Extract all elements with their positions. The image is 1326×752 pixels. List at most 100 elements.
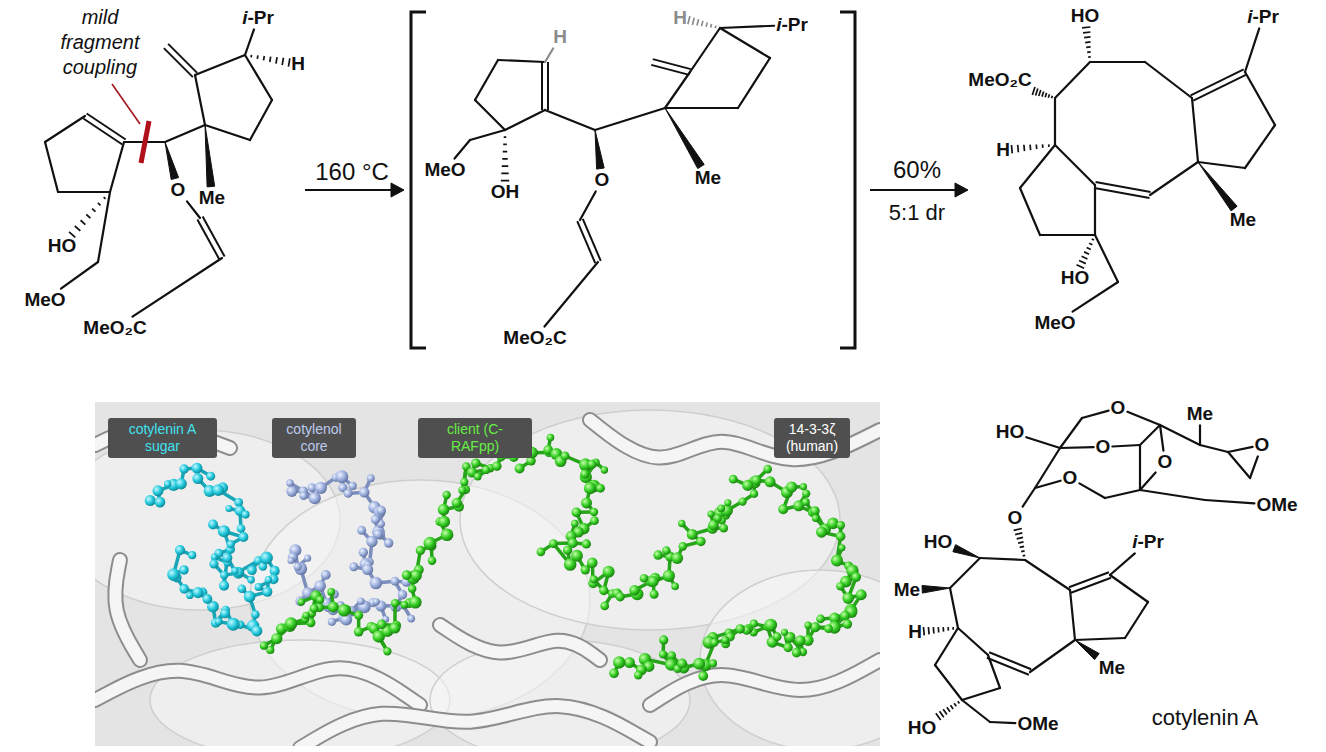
ball-stick-atom <box>377 620 387 630</box>
structure-tag: cotylenol core <box>272 418 356 458</box>
ball-stick-atom <box>298 598 305 605</box>
ball-stick-atom <box>724 499 731 506</box>
single-bond <box>962 688 1000 700</box>
ball-stick-atom <box>600 602 609 611</box>
atom-label: H <box>996 140 1010 161</box>
ball-stick-atom <box>285 617 298 630</box>
ball-stick-atom <box>208 519 218 529</box>
ball-stick-atom <box>410 570 422 582</box>
single-bond <box>195 75 205 125</box>
ball-stick-atom <box>384 538 393 547</box>
single-bond <box>1192 98 1198 162</box>
ball-stick-atom <box>458 486 466 494</box>
ball-stick-atom <box>255 583 263 591</box>
ball-stick-atom <box>237 584 246 593</box>
single-bond <box>132 258 222 317</box>
ball-stick-atom <box>827 518 839 530</box>
protein-ribbon <box>95 668 420 705</box>
atom-label: MeO <box>424 160 465 181</box>
single-bond <box>1035 448 1060 488</box>
ball-stick-atom <box>391 599 399 607</box>
ball-stick-atom <box>212 484 224 496</box>
ball-stick-atom <box>441 528 454 541</box>
ball-stick-atom <box>804 622 811 629</box>
ball-stick-atom <box>220 571 228 579</box>
ball-stick-atom <box>634 671 643 680</box>
ball-stick-atom <box>580 469 589 478</box>
ball-stick-atom <box>764 619 777 632</box>
cotylenin-structure <box>922 411 1258 723</box>
ball-stick-atom <box>370 577 383 590</box>
single-bond <box>1020 188 1040 235</box>
double-bond <box>653 59 691 69</box>
wedge-bond <box>165 142 179 180</box>
structure-tag: cotylenin A sugar <box>108 418 217 458</box>
protein-ribbon <box>95 668 420 705</box>
reaction-selectivity: 5:1 dr <box>889 201 945 225</box>
ball-stick-atom <box>244 591 256 603</box>
protein-ribbon <box>440 625 600 660</box>
ball-stick-atom <box>563 545 572 554</box>
ball-stick-atom <box>260 641 268 649</box>
ball-stick-atom <box>295 596 305 606</box>
single-bond <box>1075 638 1125 640</box>
tag-text: cotylenol core <box>280 421 348 455</box>
ball-stick-atom <box>155 497 166 508</box>
ball-stick-atom <box>599 586 608 595</box>
atom-label: H <box>673 8 687 29</box>
single-bond <box>1245 72 1275 125</box>
single-bond <box>1040 234 1095 236</box>
ball-stick-atom <box>175 478 186 489</box>
ball-stick-atom <box>851 572 861 582</box>
single-bond <box>1110 575 1148 602</box>
ball-stick-atom <box>438 516 450 528</box>
single-bond <box>1200 445 1228 452</box>
single-bond <box>1095 235 1118 282</box>
ball-stick-atom <box>836 532 846 542</box>
single-bond <box>475 100 505 130</box>
ball-stick-atom <box>561 452 570 461</box>
ball-stick-atom <box>696 537 706 547</box>
ball-stick-atom <box>344 489 353 498</box>
single-bond <box>1205 500 1254 503</box>
ball-stick-atom <box>373 598 380 605</box>
single-bond <box>1110 553 1135 575</box>
ball-stick-atom <box>438 504 450 516</box>
single-bond <box>1090 61 1145 63</box>
single-bond <box>505 110 545 130</box>
ball-stick-atom <box>629 585 639 595</box>
ball-stick-atom <box>763 465 772 474</box>
cut-mark <box>141 121 149 163</box>
wedge-bond <box>665 108 704 169</box>
ball-stick-atom <box>402 570 412 580</box>
single-bond <box>110 142 124 192</box>
ball-stick-atom <box>471 458 481 468</box>
ball-stick-atom <box>179 584 189 594</box>
atom-label: O <box>171 180 186 201</box>
ball-stick-atom <box>218 525 230 537</box>
single-bond <box>1198 162 1245 168</box>
ball-stick-atom <box>687 529 698 540</box>
ball-stick-atom <box>304 555 311 562</box>
protein-panel <box>95 402 880 746</box>
ball-stick-atom <box>792 648 802 658</box>
single-bond <box>1025 560 1070 590</box>
tag-text: cotylenin A sugar <box>116 421 209 455</box>
ball-stick-atom <box>482 466 490 474</box>
ball-stick-atom <box>590 516 599 525</box>
reaction-arrow <box>305 189 394 191</box>
hashed-bond <box>923 627 953 635</box>
atom-label: HO <box>908 718 937 739</box>
ball-stick-atom <box>735 624 744 633</box>
ball-stick-atom <box>271 633 282 644</box>
hashed-bond <box>1082 27 1091 57</box>
ball-stick-atom <box>424 537 437 550</box>
atom-label: O <box>595 170 610 191</box>
single-bond <box>1127 412 1160 425</box>
structure-tag: 14-3-3ζ (human) <box>774 418 850 458</box>
ball-stick-atom <box>824 624 833 633</box>
single-bond <box>58 191 110 193</box>
single-bond <box>1250 456 1258 478</box>
ball-stick-atom <box>816 527 827 538</box>
